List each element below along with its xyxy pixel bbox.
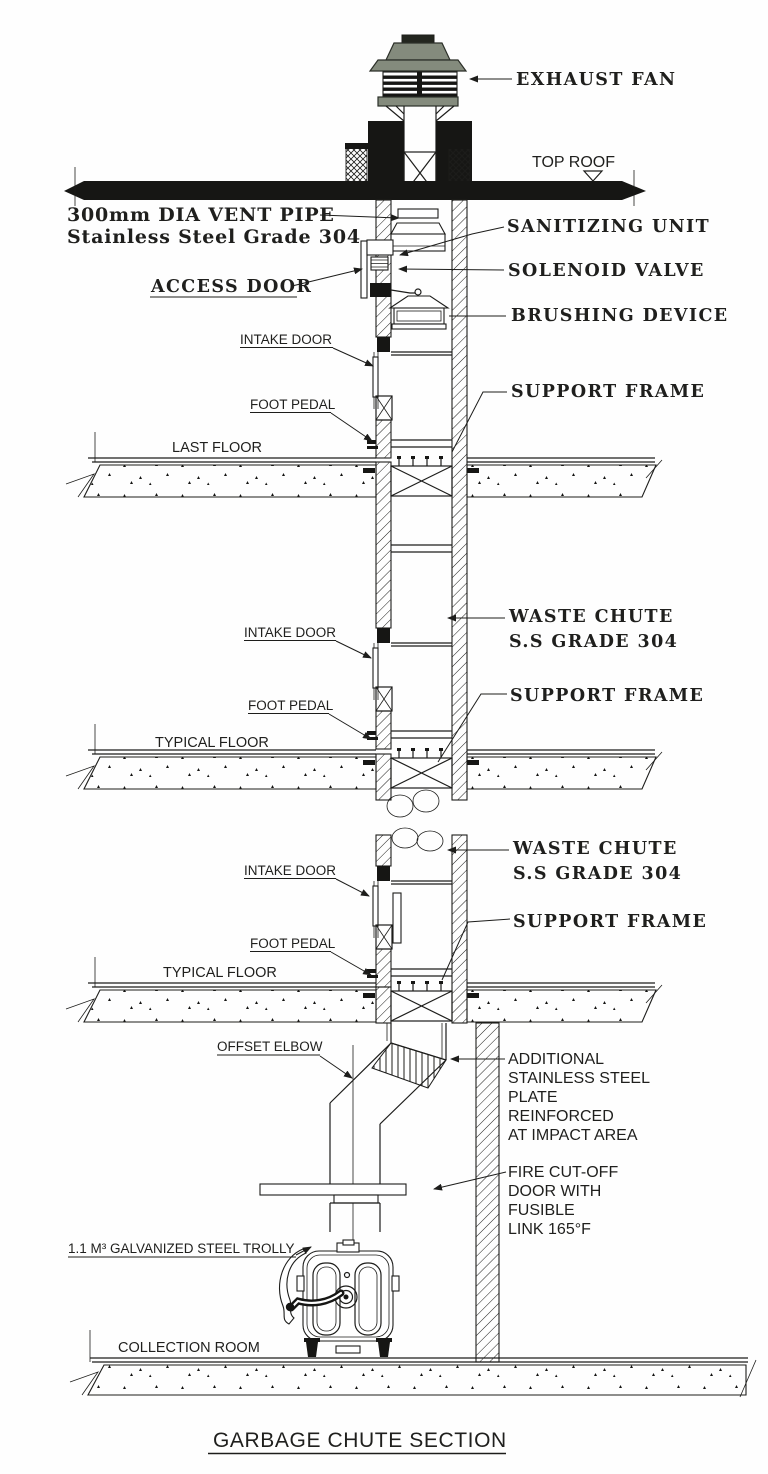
additional-plate-text-1: ADDITIONAL — [508, 1051, 604, 1068]
label-support-frame-3: SUPPORT FRAME — [441, 912, 707, 981]
label-intake-door-3: INTAKE DOOR — [244, 863, 370, 897]
vent-pipe-text-1: 300mm DIA VENT PIPE — [67, 204, 335, 226]
waste-chute-text-2b: S.S GRADE 304 — [513, 864, 682, 884]
fire-cutoff-door-plate — [259, 1183, 407, 1196]
brushing-device-text: BRUSHING DEVICE — [511, 306, 729, 326]
trolley-wheels — [304, 1338, 392, 1357]
label-top-roof: TOP ROOF — [532, 154, 615, 171]
fire-door-text-1: FIRE CUT-OFF — [508, 1164, 618, 1181]
support-frame-text-1: SUPPORT FRAME — [511, 382, 705, 402]
typical-floor-slab-2 — [65, 956, 663, 1023]
foot-pedal-text-1: FOOT PEDAL — [250, 397, 336, 412]
label-exhaust-fan: EXHAUST FAN — [469, 70, 676, 90]
label-offset-elbow: OFFSET ELBOW — [217, 1039, 353, 1079]
vent-pipe-text-2: Stainless Steel Grade 304 — [67, 226, 361, 248]
fire-door-text-4: LINK 165°F — [508, 1221, 591, 1238]
chute-break-symbol — [386, 789, 444, 852]
label-fire-door: FIRE CUT-OFF DOOR WITH FUSIBLE LINK 165°… — [433, 1164, 618, 1238]
label-access-door: ACCESS DOOR — [150, 267, 363, 298]
top-roof-slab — [64, 167, 646, 206]
fan-struts — [385, 105, 455, 122]
label-solenoid-valve: SOLENOID VALVE — [398, 261, 705, 281]
drawing-title-text: GARBAGE CHUTE SECTION — [213, 1429, 507, 1452]
intake-door-text-3: INTAKE DOOR — [244, 863, 336, 878]
label-intake-door-2: INTAKE DOOR — [244, 625, 372, 659]
discharge-pipe — [329, 1202, 381, 1232]
collection-room-text: COLLECTION ROOM — [118, 1340, 260, 1356]
additional-plate-text-5: AT IMPACT AREA — [508, 1127, 638, 1144]
offset-elbow-text: OFFSET ELBOW — [217, 1039, 323, 1054]
solenoid-valve-body — [370, 283, 391, 297]
intake-door-unit-3 — [366, 865, 453, 988]
sanitizing-unit-text: SANITIZING UNIT — [507, 217, 710, 237]
annotations: EXHAUST FAN TOP ROOF 300mm DIA VENT PIPE… — [67, 70, 729, 1455]
exhaust-fan-text: EXHAUST FAN — [516, 70, 676, 90]
access-door-assembly — [360, 239, 415, 299]
solenoid-valve-text: SOLENOID VALVE — [508, 261, 705, 281]
support-frame-text-2: SUPPORT FRAME — [510, 686, 704, 706]
intake-door-unit-1 — [366, 336, 453, 459]
fan-louvers — [383, 72, 457, 98]
vent-pipe-stub — [403, 106, 437, 181]
additional-plate-text-3: PLATE — [508, 1089, 558, 1106]
fire-door-text-2: DOOR WITH — [508, 1183, 601, 1200]
label-additional-plate: ADDITIONAL STAINLESS STEEL PLATE REINFOR… — [450, 1051, 650, 1144]
intake-door-text-1: INTAKE DOOR — [240, 332, 332, 347]
collection-room-floor — [69, 1330, 757, 1398]
label-foot-pedal-2: FOOT PEDAL — [248, 698, 372, 740]
label-waste-chute-1: WASTE CHUTE S.S GRADE 304 — [447, 607, 678, 652]
label-sanitizing-unit: SANITIZING UNIT — [399, 217, 710, 257]
roof-penetration — [345, 106, 472, 195]
fire-door-text-3: FUSIBLE — [508, 1202, 575, 1219]
drawing-title: GARBAGE CHUTE SECTION — [208, 1429, 507, 1455]
label-support-frame-1: SUPPORT FRAME — [451, 382, 705, 453]
sanitizing-unit — [390, 208, 446, 252]
roof-curb-left — [368, 121, 404, 181]
additional-plate-text-4: REINFORCED — [508, 1108, 614, 1125]
fan-skirt — [368, 59, 468, 72]
label-foot-pedal-1: FOOT PEDAL — [250, 397, 373, 442]
fan-base-plate — [377, 96, 459, 107]
fan-cowl — [385, 42, 451, 61]
additional-plate-text-2: STAINLESS STEEL — [508, 1070, 650, 1087]
intake-door-text-2: INTAKE DOOR — [244, 625, 336, 640]
foot-pedal-text-3: FOOT PEDAL — [250, 936, 336, 951]
last-floor-text: LAST FLOOR — [172, 440, 262, 456]
chute-walls — [375, 199, 468, 1024]
label-vent-pipe: 300mm DIA VENT PIPE Stainless Steel Grad… — [67, 204, 400, 248]
level-marker-icon — [582, 170, 604, 182]
roof-end-ticks — [74, 167, 635, 206]
waste-chute-text-1b: S.S GRADE 304 — [509, 632, 678, 652]
label-intake-door-1: INTAKE DOOR — [240, 332, 374, 367]
impact-plate-hatched — [371, 1042, 447, 1089]
foot-pedal-text-2: FOOT PEDAL — [248, 698, 334, 713]
label-foot-pedal-3: FOOT PEDAL — [250, 936, 372, 976]
label-trolley: 1.1 M³ GALVANIZED STEEL TROLLY — [68, 1241, 312, 1258]
brushing-device — [388, 288, 450, 330]
trolley-text: 1.1 M³ GALVANIZED STEEL TROLLY — [68, 1241, 295, 1256]
top-roof-text: TOP ROOF — [532, 154, 615, 171]
waste-chute-text-2a: WASTE CHUTE — [512, 839, 678, 859]
typical-floor-text-1: TYPICAL FLOOR — [155, 735, 269, 751]
label-support-frame-2: SUPPORT FRAME — [437, 686, 704, 763]
label-waste-chute-2: WASTE CHUTE S.S GRADE 304 — [447, 839, 682, 884]
chute-joint-lines — [391, 544, 452, 553]
offset-elbow — [259, 1023, 447, 1257]
access-door-text: ACCESS DOOR — [150, 277, 312, 297]
galvanized-steel-trolley — [279, 1239, 400, 1357]
typical-floor-text-2: TYPICAL FLOOR — [163, 965, 277, 981]
support-frame-text-3: SUPPORT FRAME — [513, 912, 707, 932]
last-floor-slab — [65, 431, 663, 498]
support-column — [475, 1022, 500, 1363]
label-brushing-device: BRUSHING DEVICE — [449, 306, 729, 326]
fan-top-cap — [401, 34, 435, 44]
exhaust-fan-assembly — [368, 34, 468, 122]
waste-chute-text-1a: WASTE CHUTE — [508, 607, 674, 627]
typical-floor-slab-1 — [65, 723, 663, 790]
intake-door-unit-2 — [366, 627, 453, 750]
